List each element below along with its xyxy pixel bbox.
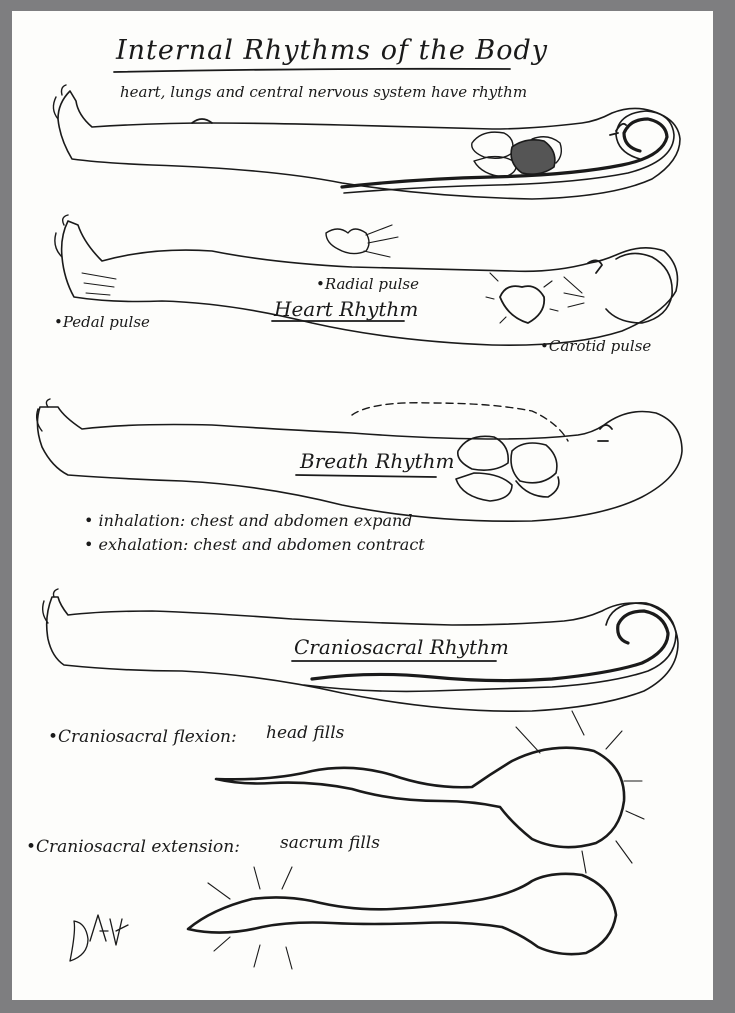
breath-rhythm-heading: Breath Rhythm xyxy=(300,451,454,471)
figure-body-overview xyxy=(53,85,680,199)
pedal-pulse-label: •Pedal pulse xyxy=(54,315,150,330)
extension-sacrum-fills-figure xyxy=(188,867,616,969)
title-underline xyxy=(114,69,510,72)
craniosacral-rhythm-heading: Craniosacral Rhythm xyxy=(294,637,509,657)
carotid-pulse-label: •Carotid pulse xyxy=(540,339,651,354)
flexion-label: •Craniosacral flexion: xyxy=(48,729,237,746)
radial-pulse-label: •Radial pulse xyxy=(316,277,419,292)
page-subtitle: heart, lungs and central nervous system … xyxy=(120,85,527,100)
heart-rhythm-heading: Heart Rhythm xyxy=(274,299,418,319)
breath-heading-underline xyxy=(296,475,436,477)
inhalation-note: • inhalation: chest and abdomen expand xyxy=(84,513,413,529)
extension-label: •Craniosacral extension: xyxy=(26,839,240,856)
page-title: Internal Rhythms of the Body xyxy=(116,37,548,64)
illustration-sheet: Internal Rhythms of the Body heart, lung… xyxy=(12,11,713,1000)
exhalation-note: • exhalation: chest and abdomen contract xyxy=(84,537,425,553)
artist-signature xyxy=(70,915,128,961)
flexion-value: head fills xyxy=(266,725,344,742)
extension-value: sacrum fills xyxy=(280,835,380,852)
